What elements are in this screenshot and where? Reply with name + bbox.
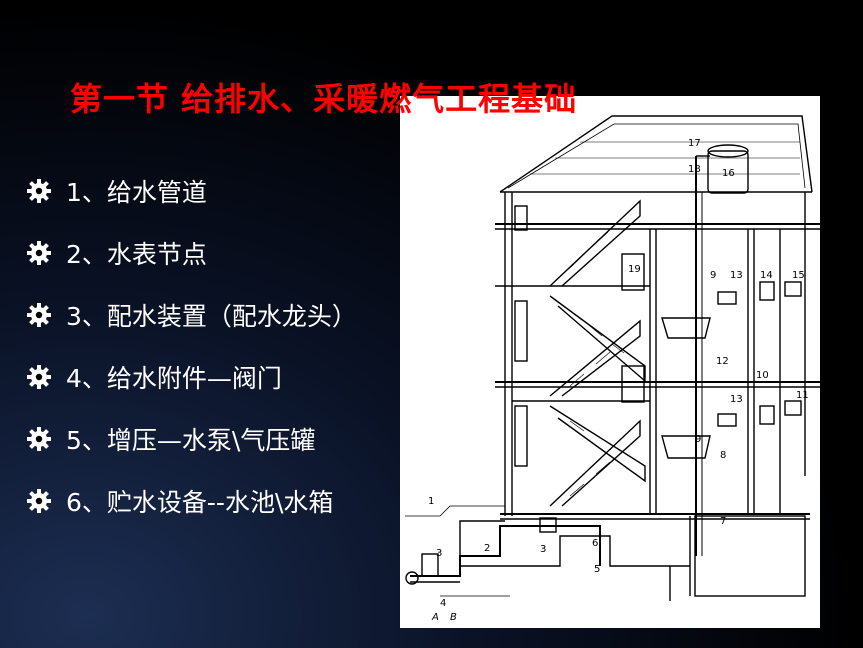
label-15: 15 bbox=[792, 270, 805, 281]
label-9: 9 bbox=[710, 270, 716, 281]
diagram-drawing: 1 2 3 3 4 5 6 7 8 9 9 10 11 12 13 13 14 … bbox=[405, 115, 820, 623]
fixture bbox=[759, 405, 775, 425]
window bbox=[514, 205, 528, 231]
label-13b: 13 bbox=[730, 394, 743, 405]
label-12: 12 bbox=[716, 356, 729, 367]
label-6: 6 bbox=[592, 538, 598, 549]
label-4: 4 bbox=[440, 598, 446, 609]
slide-title: 第一节 给排水、采暖燃气工程基础 bbox=[70, 80, 578, 118]
list-item-label: 4、给水附件—阀门 bbox=[66, 364, 282, 393]
label-18: 18 bbox=[688, 164, 701, 175]
label-19: 19 bbox=[628, 264, 641, 275]
stair-flight bbox=[549, 319, 641, 397]
label-11: 11 bbox=[796, 390, 809, 401]
stair-flight bbox=[549, 295, 646, 383]
list-item: 2、水表节点 bbox=[26, 222, 357, 284]
label-14: 14 bbox=[760, 270, 773, 281]
gear-icon bbox=[26, 178, 52, 204]
roof-water-tank bbox=[707, 150, 749, 194]
label-9b: 9 bbox=[695, 434, 701, 445]
list-item-label: 2、水表节点 bbox=[66, 240, 207, 269]
gear-icon bbox=[26, 488, 52, 514]
gear-icon bbox=[26, 240, 52, 266]
door bbox=[621, 253, 645, 291]
stair-flight bbox=[549, 419, 641, 507]
window bbox=[514, 405, 528, 467]
fixture bbox=[784, 281, 802, 297]
fixture bbox=[759, 281, 775, 301]
roof-outline bbox=[499, 115, 813, 193]
bullet-list: 1、给水管道 2、水表节点 3、配水装置（配水龙头） 4、给水附件—阀门 5、增… bbox=[26, 160, 357, 532]
gear-icon bbox=[26, 426, 52, 452]
label-3: 3 bbox=[436, 548, 442, 559]
list-item: 3、配水装置（配水龙头） bbox=[26, 284, 357, 346]
gear-icon bbox=[26, 364, 52, 390]
door bbox=[621, 365, 645, 403]
bathtub bbox=[661, 435, 711, 459]
list-item: 6、贮水设备--水池\水箱 bbox=[26, 470, 357, 532]
label-B: B bbox=[450, 612, 457, 623]
stair-flight bbox=[549, 405, 646, 483]
label-8: 8 bbox=[720, 450, 726, 461]
basement-wall bbox=[459, 520, 690, 567]
main-water-pipe bbox=[410, 525, 601, 577]
building-water-supply-diagram: 1 2 3 3 4 5 6 7 8 9 9 10 11 12 13 13 14 … bbox=[400, 96, 820, 628]
label-13: 13 bbox=[730, 270, 743, 281]
washbasin bbox=[717, 413, 737, 427]
list-item: 1、给水管道 bbox=[26, 160, 357, 222]
list-item: 4、给水附件—阀门 bbox=[26, 346, 357, 408]
label-A: A bbox=[431, 612, 439, 623]
label-7: 7 bbox=[720, 516, 726, 527]
pipe-end bbox=[405, 571, 419, 585]
ground-line bbox=[405, 505, 505, 517]
label-2: 2 bbox=[484, 543, 490, 554]
list-item-label: 1、给水管道 bbox=[66, 178, 207, 207]
label-1: 1 bbox=[428, 496, 434, 507]
valve bbox=[539, 517, 557, 533]
label-16: 16 bbox=[722, 168, 735, 179]
diagram-labels: 1 2 3 3 4 5 6 7 8 9 9 10 11 12 13 13 14 … bbox=[428, 138, 809, 623]
water-meter bbox=[421, 553, 439, 577]
stair-flight bbox=[549, 199, 641, 287]
label-10: 10 bbox=[756, 370, 769, 381]
list-item-label: 3、配水装置（配水龙头） bbox=[66, 302, 357, 331]
gear-icon bbox=[26, 302, 52, 328]
fixture bbox=[784, 400, 802, 416]
window bbox=[514, 300, 528, 362]
list-item: 5、增压—水泵\气压罐 bbox=[26, 408, 357, 470]
list-item-label: 5、增压—水泵\气压罐 bbox=[66, 426, 316, 455]
label-17: 17 bbox=[688, 138, 701, 149]
bathtub bbox=[661, 317, 711, 339]
washbasin bbox=[717, 291, 737, 305]
label-5: 5 bbox=[594, 564, 600, 575]
list-item-label: 6、贮水设备--水池\水箱 bbox=[66, 488, 334, 517]
label-3b: 3 bbox=[540, 544, 546, 555]
basement-room bbox=[694, 515, 806, 597]
